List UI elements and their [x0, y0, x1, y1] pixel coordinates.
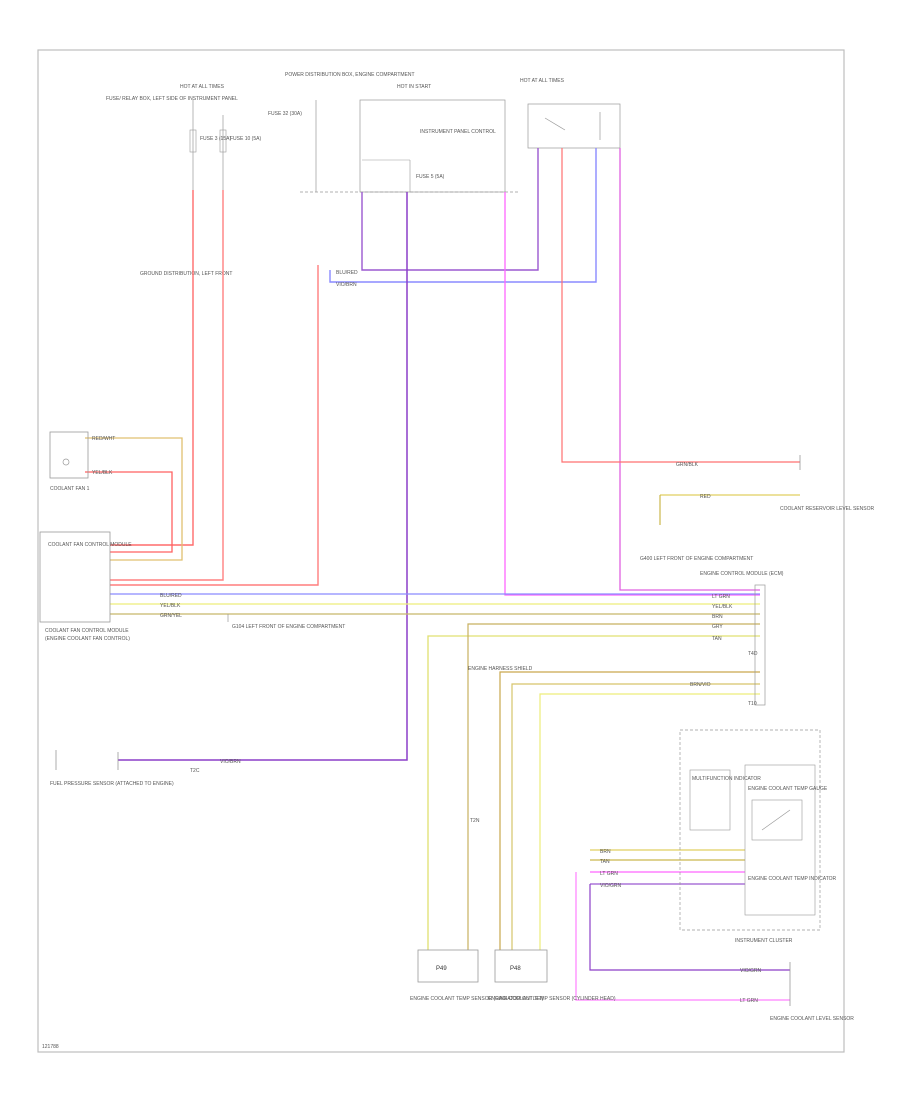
- coolant-fan-control-module: COOLANT FAN CONTROL MODULE COOLANT FAN C…: [39, 531, 132, 642]
- wire-label-1: RED/WHT: [92, 436, 115, 442]
- wire-label-18: BRN: [600, 849, 611, 855]
- gauge-1-label: ENGINE COOLANT TEMP GAUGE: [748, 786, 828, 792]
- engine-shield-label: ENGINE HARNESS SHIELD: [468, 666, 533, 672]
- sender-right-id: P48: [510, 966, 521, 972]
- coolant-fan-label: COOLANT FAN 1: [50, 486, 90, 492]
- wire-label-9: LT GRN: [712, 594, 730, 600]
- wire-label-19: TAN: [600, 859, 610, 865]
- wire-label-21: VIO/GRN: [600, 883, 622, 889]
- engine-control-module: ENGINE CONTROL MODULE (ECM): [700, 571, 784, 706]
- instrument-cluster-label: INSTRUMENT CLUSTER: [735, 938, 793, 944]
- fuse-a-label: FUSE 3 (15A): [200, 136, 231, 142]
- instr-module-label: INSTRUMENT PANEL CONTROL: [420, 129, 496, 135]
- temp-sender-1-label: ENGINE COOLANT TEMP SENSOR (RADIATOR OUT…: [410, 996, 544, 1002]
- connector-c4: T2N: [470, 818, 480, 824]
- wire-label-2: YEL/BLK: [92, 470, 113, 476]
- fuse-b-label: FUSE 10 (5A): [230, 136, 261, 142]
- fuse-box-label: FUSE/ RELAY BOX, LEFT SIDE OF INSTRUMENT…: [106, 96, 238, 102]
- ground-g104-label: G104 LEFT FRONT OF ENGINE COMPARTMENT: [232, 624, 345, 630]
- connector-c3: T10: [748, 701, 757, 707]
- coolant-reservoir-label: COOLANT RESERVOIR LEVEL SENSOR: [780, 506, 874, 512]
- wire-label-14: BRN/VIO: [690, 682, 711, 688]
- fuse-group-left: HOT AT ALL TIMES FUSE/ RELAY BOX, LEFT S…: [106, 84, 261, 277]
- power-distribution-box: POWER DISTRIBUTION BOX, ENGINE COMPARTME…: [268, 72, 520, 193]
- ground-g400: G400 LEFT FRONT OF ENGINE COMPARTMENT: [640, 556, 753, 562]
- multifunction-label: MULTIFUNCTION INDICATOR: [692, 776, 761, 782]
- coolant-fan-module-label: COOLANT FAN CONTROL MODULE: [45, 628, 129, 634]
- sender-left-id: P49: [436, 966, 447, 972]
- fuse-label-hot-2: HOT AT ALL TIMES: [520, 78, 565, 84]
- coolant-reservoir: GRN/BLK COOLANT RESERVOIR LEVEL SENSOR: [676, 455, 874, 512]
- wire-label-12: GRY: [712, 624, 723, 630]
- wire-label-13: TAN: [712, 636, 722, 642]
- fuel-pressure-label: FUEL PRESSURE SENSOR (ATTACHED TO ENGINE…: [50, 781, 174, 787]
- instrument-cluster: MULTIFUNCTION INDICATOR ENGINE COOLANT T…: [679, 729, 837, 944]
- power-box-label: POWER DISTRIBUTION BOX, ENGINE COMPARTME…: [285, 72, 415, 78]
- wire-label-10: YEL/BLK: [712, 604, 733, 610]
- wire-label-17: LT GRN: [740, 998, 758, 1004]
- wire-label-5: BLU/RED: [160, 593, 182, 599]
- fuse-c-label: FUSE 32 (30A): [268, 111, 302, 117]
- ground-plate-label: GROUND DISTRIBUTION, LEFT FRONT: [140, 271, 232, 277]
- temp-sender-right: P48 ENGINE COOLANT TEMP SENSOR (CYLINDER…: [488, 949, 616, 1002]
- wire-label-11: BRN: [712, 614, 723, 620]
- relay-top-right: HOT AT ALL TIMES: [520, 78, 621, 149]
- coolant-fan-1: COOLANT FAN 1: [49, 431, 90, 492]
- wire-label-20: LT GRN: [600, 871, 618, 877]
- wire-label-8: VIO/BRN: [220, 759, 241, 765]
- wire-label-3: BLU/RED: [336, 270, 358, 276]
- fuse-label-hot-1: HOT AT ALL TIMES: [180, 84, 225, 90]
- ground-g104: G104 LEFT FRONT OF ENGINE COMPARTMENT: [227, 614, 345, 630]
- wire-label-15: RED: [700, 494, 711, 500]
- fuel-pressure-sensor: FUEL PRESSURE SENSOR (ATTACHED TO ENGINE…: [50, 750, 200, 787]
- temp-sender-2-label: ENGINE COOLANT TEMP SENSOR (CYLINDER HEA…: [488, 996, 616, 1002]
- gauge-2-label: ENGINE COOLANT TEMP INDICATOR: [748, 876, 837, 882]
- wire-label-16: VIO/GRN: [740, 968, 762, 974]
- reservoir-wire-label: GRN/BLK: [676, 462, 699, 468]
- low-coolant-label: ENGINE COOLANT LEVEL SENSOR: [770, 1016, 854, 1022]
- wire-label-6: YEL/BLK: [160, 603, 181, 609]
- connector-c2: T4D: [748, 651, 758, 657]
- fuse-label-start: HOT IN START: [397, 84, 431, 90]
- coolant-fan-module-inner: COOLANT FAN CONTROL MODULE: [48, 542, 132, 548]
- engine-harness-shield: ENGINE HARNESS SHIELD: [468, 666, 533, 672]
- page-code: 121788: [42, 1044, 59, 1050]
- connector-c1: T2C: [190, 768, 200, 774]
- wire-label-4: VIO/BRN: [336, 282, 357, 288]
- temp-sender-left: P49 ENGINE COOLANT TEMP SENSOR (RADIATOR…: [410, 949, 544, 1002]
- wire-labels: RED/WHT YEL/BLK BLU/RED VIO/BRN BLU/RED …: [92, 270, 762, 1004]
- diagram-frame: [37, 49, 845, 1053]
- wire-label-7: GRN/YEL: [160, 613, 182, 619]
- fuse-d-label: FUSE 5 (5A): [416, 174, 445, 180]
- ecm-label: ENGINE CONTROL MODULE (ECM): [700, 571, 784, 577]
- ground-g400-label: G400 LEFT FRONT OF ENGINE COMPARTMENT: [640, 556, 753, 562]
- coolant-fan-module-sub: (ENGINE COOLANT FAN CONTROL): [45, 636, 130, 642]
- low-coolant-sensor: ENGINE COOLANT LEVEL SENSOR: [770, 962, 854, 1022]
